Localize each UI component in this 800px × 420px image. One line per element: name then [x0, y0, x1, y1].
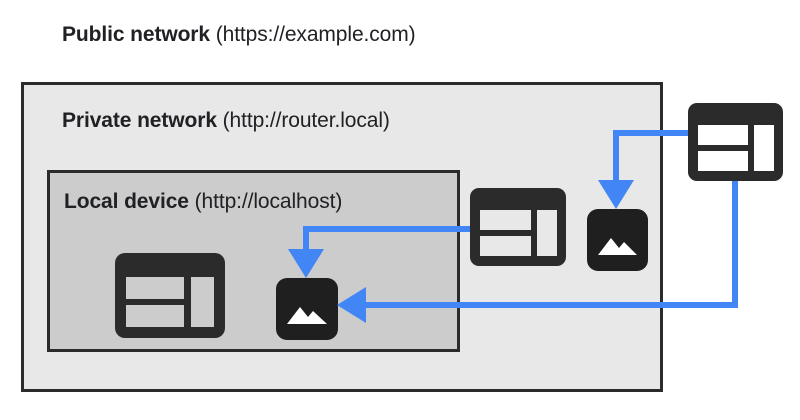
web-page-icon: [115, 253, 225, 338]
web-page-icon: [470, 188, 566, 266]
public-network-origin: (https://example.com): [215, 23, 416, 46]
local-device-label: Local device (http://localhost): [64, 189, 342, 215]
web-page-icon: [688, 103, 783, 181]
public-network-name: Public network: [62, 23, 210, 46]
image-icon: [587, 209, 648, 271]
private-network-label: Private network (http://router.local): [62, 108, 390, 134]
local-device-name: Local device: [64, 190, 189, 213]
local-device-origin: (http://localhost): [194, 190, 343, 213]
private-network-name: Private network: [62, 109, 217, 132]
private-network-origin: (http://router.local): [222, 109, 390, 132]
image-icon: [276, 278, 338, 340]
public-network-label: Public network (https://example.com): [62, 22, 416, 48]
